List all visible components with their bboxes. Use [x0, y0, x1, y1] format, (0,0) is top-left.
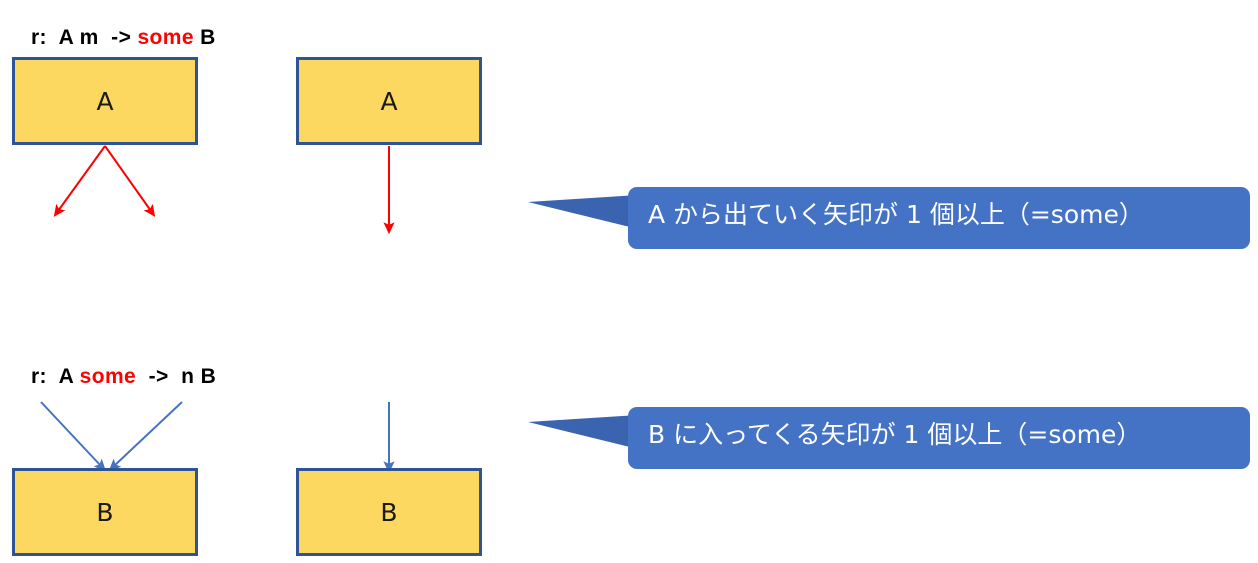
callout-body: [628, 187, 1250, 249]
node-label: A: [380, 86, 398, 116]
heading-rule-some-in: r: A some -> n B: [6, 345, 216, 408]
in-arrow-pair-left: [40, 401, 183, 472]
node-label: A: [96, 86, 114, 116]
callout-tail: [528, 195, 638, 229]
node-box-a-left[interactable]: A: [12, 57, 198, 145]
callout-label: A から出ていく矢印が 1 個以上（=some）: [648, 200, 1144, 229]
node-label: B: [96, 497, 114, 527]
out-arrow-pair-left: [53, 145, 156, 217]
node-label: B: [380, 497, 398, 527]
heading-prefix: r: A m ->: [30, 26, 138, 49]
heading-suffix: -> n B: [136, 365, 217, 388]
node-box-a-right[interactable]: A: [296, 57, 482, 145]
heading-suffix: B: [193, 26, 216, 49]
heading-rule-some-out: r: A m -> some B: [6, 6, 216, 69]
callout-tail: [528, 415, 638, 449]
arrow-in-left-2: [108, 401, 183, 471]
callout-label: B に入ってくる矢印が 1 個以上（=some）: [648, 420, 1142, 449]
arrow-out-left-1: [53, 145, 106, 217]
heading-accent-some: some: [137, 26, 194, 49]
node-box-b-left[interactable]: B: [12, 468, 198, 556]
callout-body: [628, 407, 1250, 469]
heading-accent-some: some: [79, 365, 137, 388]
arrow-in-left-1: [40, 401, 106, 472]
node-box-b-right[interactable]: B: [296, 468, 482, 556]
callout-in-arrows[interactable]: B に入ってくる矢印が 1 個以上（=some）: [528, 407, 1250, 469]
heading-prefix: r: A: [30, 365, 80, 388]
arrow-out-left-2: [104, 145, 156, 217]
callout-out-arrows[interactable]: A から出ていく矢印が 1 個以上（=some）: [528, 187, 1250, 249]
